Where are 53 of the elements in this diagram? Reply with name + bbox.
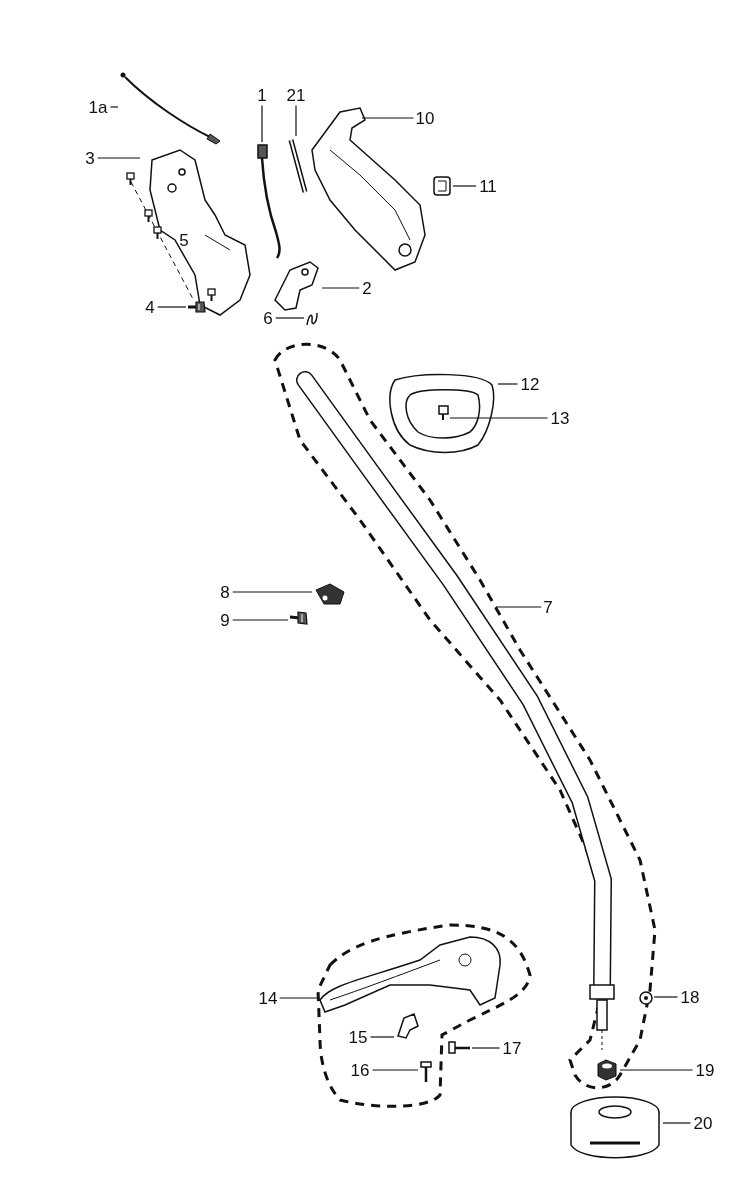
callout-number: 21	[286, 86, 306, 104]
callout-number: 1a	[88, 98, 108, 116]
callout-number: 6	[263, 309, 273, 327]
callout-number: 14	[258, 989, 278, 1007]
clip-drawing	[431, 174, 453, 198]
leader-line	[232, 591, 313, 593]
leader-line	[232, 619, 289, 621]
callout-number: 3	[85, 149, 95, 167]
callout-number: 20	[693, 1114, 713, 1132]
leader-line	[497, 383, 519, 385]
callout-number: 18	[680, 988, 700, 1006]
leader-line	[662, 1122, 692, 1124]
callout-number: 19	[695, 1061, 715, 1079]
leader-line	[295, 104, 297, 137]
callout-number: 2	[362, 279, 372, 297]
washer-drawing	[638, 990, 654, 1006]
leader-line	[261, 104, 263, 143]
leader-line	[471, 1047, 501, 1049]
callout-number: 8	[220, 583, 230, 601]
leader-line	[109, 106, 119, 108]
leader-line	[278, 997, 319, 999]
callout-number: 1	[257, 86, 267, 104]
screw-drawing	[446, 1040, 472, 1056]
leader-line	[495, 606, 542, 608]
callout-number: 11	[479, 177, 497, 195]
spring-drawing	[304, 311, 320, 327]
callout-number: 13	[550, 409, 570, 427]
callout-number: 7	[543, 598, 553, 616]
leader-line	[157, 306, 187, 308]
leader-line	[452, 185, 477, 187]
callout-number: 4	[145, 298, 155, 316]
screw-drawing	[436, 404, 450, 422]
leader-line	[449, 417, 549, 419]
leader-line	[371, 1069, 419, 1071]
callout-number: 5	[179, 231, 189, 249]
callout-number: 12	[520, 375, 540, 393]
screw-drawing	[186, 300, 206, 314]
leader-line	[619, 1069, 694, 1071]
leader-line	[275, 317, 305, 319]
callout-number: 10	[415, 109, 435, 127]
screw-drawing	[418, 1060, 434, 1084]
leader-line	[369, 1036, 395, 1038]
leader-line	[321, 287, 360, 289]
callout-number: 15	[348, 1028, 368, 1046]
leader-line	[653, 996, 679, 998]
screw-drawing	[288, 610, 308, 626]
callout-number: 9	[220, 611, 230, 629]
leader-line	[97, 157, 141, 159]
callout-number: 17	[502, 1039, 522, 1057]
callout-number: 16	[350, 1061, 370, 1079]
leader-line	[361, 117, 415, 119]
cable-drawing	[118, 70, 222, 144]
clamp-drawing	[312, 582, 348, 608]
